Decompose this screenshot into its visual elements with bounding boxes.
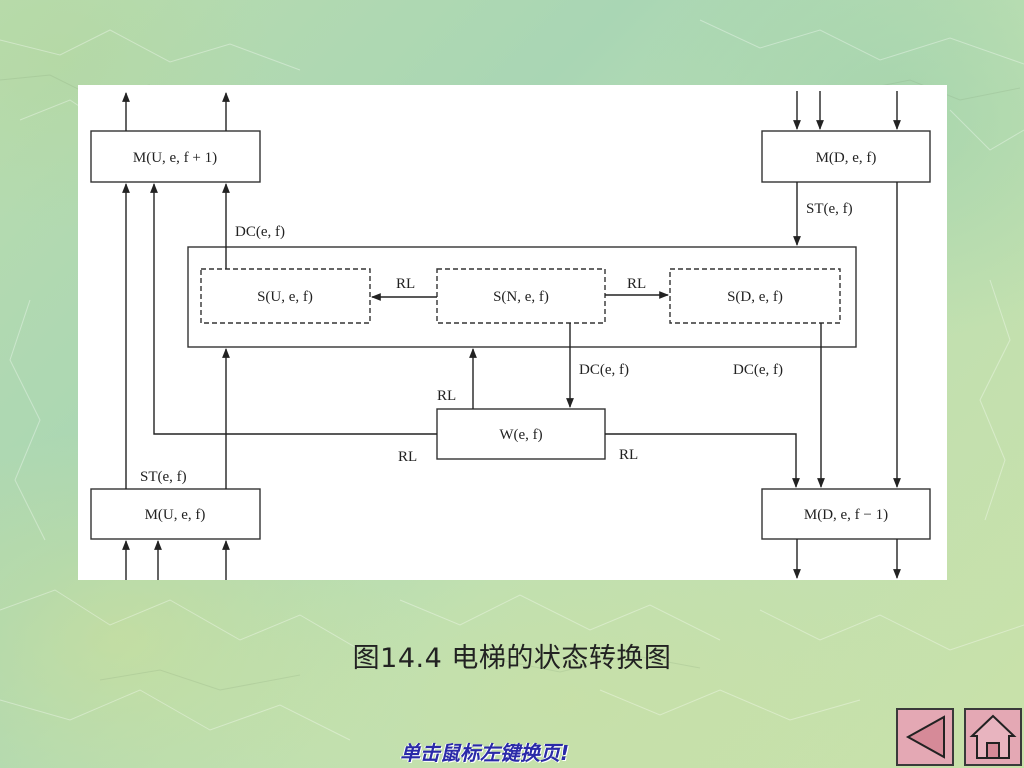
label-m-up-next: M(U, e, f + 1) — [133, 150, 217, 166]
edge-label-dc-top: DC(e, f) — [235, 224, 285, 240]
box-s-up — [200, 268, 371, 324]
box-m-up — [90, 488, 261, 540]
edge-label-rl-right: RL — [627, 276, 646, 292]
edge-label-rl-w-right: RL — [619, 447, 638, 463]
label-m-down: M(D, e, f) — [816, 150, 877, 166]
label-s-neutral: S(N, e, f) — [493, 289, 549, 305]
edge-label-rl-left: RL — [396, 276, 415, 292]
arrow-rl-w-right — [605, 433, 800, 488]
box-m-down — [761, 130, 931, 183]
stationary-group-box — [187, 246, 857, 348]
label-wait: W(e, f) — [499, 427, 542, 443]
figure-caption: 图14.4 电梯的状态转换图 — [352, 643, 672, 674]
label-s-down: S(D, e, f) — [727, 289, 783, 305]
edge-label-rl-up: RL — [437, 388, 456, 404]
box-s-neutral — [436, 268, 606, 324]
edge-label-dc-right: DC(e, f) — [733, 362, 783, 378]
home-icon — [969, 714, 1017, 759]
label-m-down-prev: M(D, e, f − 1) — [804, 507, 888, 523]
label-m-up: M(U, e, f) — [145, 507, 206, 523]
triangle-left-icon — [905, 715, 945, 759]
elevator-state-diagram: M(U, e, f + 1) M(D, e, f) S(U, e, f) S(N… — [90, 91, 931, 580]
edge-label-dc-mid: DC(e, f) — [579, 362, 629, 378]
page-turn-hint: 单击鼠标左键换页! — [400, 741, 570, 765]
label-s-up: S(U, e, f) — [257, 289, 313, 305]
edge-label-st-bottom: ST(e, f) — [140, 469, 187, 485]
box-m-down-prev — [761, 488, 931, 540]
state-diagram-panel: M(U, e, f + 1) M(D, e, f) S(U, e, f) S(N… — [78, 85, 947, 580]
box-wait — [436, 408, 606, 460]
box-s-down — [669, 268, 841, 324]
home-button[interactable] — [964, 708, 1022, 766]
edge-label-st-top: ST(e, f) — [806, 201, 853, 217]
box-m-up-next — [90, 130, 261, 183]
edge-label-rl-w-left: RL — [398, 449, 417, 465]
arrow-rl-w-left — [150, 183, 437, 435]
previous-page-button[interactable] — [896, 708, 954, 766]
